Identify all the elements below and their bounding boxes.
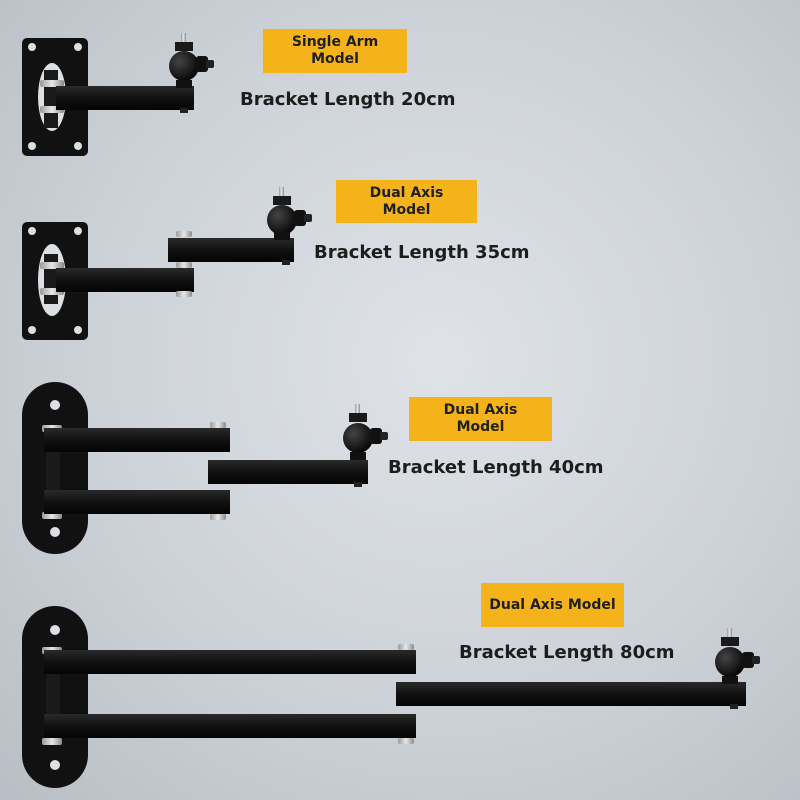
arm-bar-top <box>44 650 416 674</box>
bracket-dual-axis-80cm <box>22 606 760 788</box>
model-badge-dual-axis-35: Dual Axis Model <box>336 180 477 223</box>
plate-screw-hole <box>28 43 36 51</box>
plate-screw-hole <box>50 527 60 537</box>
elbow-bolt <box>210 422 226 428</box>
ballhead-base <box>176 80 192 88</box>
bracket-single-arm-20cm <box>22 33 214 156</box>
ballhead-base <box>274 232 290 240</box>
ballhead-knob <box>370 428 382 444</box>
mount-screw <box>279 187 284 197</box>
plate-screw-hole <box>74 43 82 51</box>
ball-head <box>343 423 373 453</box>
ballhead-base <box>350 452 366 460</box>
bolt-head <box>40 262 64 269</box>
hinge-post <box>46 440 60 502</box>
ballhead-knob-grip <box>206 60 214 68</box>
hinge-post <box>44 254 58 304</box>
bracket-length-20cm: Bracket Length 20cm <box>240 89 456 110</box>
mount-screw <box>727 628 732 638</box>
arm-end-nub <box>180 108 188 113</box>
arm-end-nub <box>730 704 738 709</box>
bracket-length-35cm: Bracket Length 35cm <box>314 242 530 263</box>
model-badge-single-arm: Single Arm Model <box>263 29 407 73</box>
elbow-bolt <box>210 514 226 520</box>
elbow-bolt <box>176 291 192 297</box>
bolt-head <box>40 80 64 87</box>
arm-end-nub <box>354 482 362 487</box>
bracket-dual-axis-40cm <box>22 382 388 554</box>
ball-head <box>715 647 745 677</box>
bracket-length-80cm: Bracket Length 80cm <box>459 642 675 663</box>
ballhead-knob <box>196 56 208 72</box>
mount-screw <box>355 404 360 414</box>
elbow-bolt <box>398 644 414 650</box>
plate-screw-hole <box>50 760 60 770</box>
elbow-bolt <box>398 738 414 744</box>
mount-screw <box>181 33 186 43</box>
arm-bar-bottom <box>44 490 230 514</box>
arm-bar-extension <box>208 460 368 484</box>
arm-bar-extension <box>396 682 746 706</box>
arm-bar-top <box>44 428 230 452</box>
arm-bar-upper <box>168 238 294 262</box>
arm-bar-lower <box>56 268 194 292</box>
ballhead-knob <box>294 210 306 226</box>
ball-head <box>169 51 199 81</box>
ballhead-cap <box>175 42 193 51</box>
plate-screw-hole <box>74 227 82 235</box>
arm-bar <box>56 86 194 110</box>
bracket-dual-axis-35cm <box>22 187 312 340</box>
model-badge-dual-axis-40: Dual Axis Model <box>409 397 552 441</box>
ballhead-knob-grip <box>304 214 312 222</box>
ballhead-cap <box>273 196 291 205</box>
plate-screw-hole <box>28 227 36 235</box>
plate-screw-hole <box>50 400 60 410</box>
ballhead-knob <box>742 652 754 668</box>
ballhead-base <box>722 676 738 684</box>
plate-screw-hole <box>28 326 36 334</box>
plate-screw-hole <box>74 326 82 334</box>
model-badge-dual-axis-80: Dual Axis Model <box>481 583 624 627</box>
arm-end-nub <box>282 260 290 265</box>
arm-bar-bottom <box>44 714 416 738</box>
ball-head <box>267 205 297 235</box>
ballhead-knob-grip <box>752 656 760 664</box>
ballhead-cap <box>721 637 739 646</box>
plate-screw-hole <box>74 142 82 150</box>
plate-screw-hole <box>50 625 60 635</box>
ballhead-cap <box>349 413 367 422</box>
plate-screw-hole <box>28 142 36 150</box>
elbow-bolt <box>176 231 192 237</box>
hinge-post <box>44 70 58 128</box>
ballhead-knob-grip <box>380 432 388 440</box>
bolt-head <box>42 738 62 745</box>
elbow-bolt <box>176 262 192 268</box>
bracket-length-40cm: Bracket Length 40cm <box>388 457 604 478</box>
